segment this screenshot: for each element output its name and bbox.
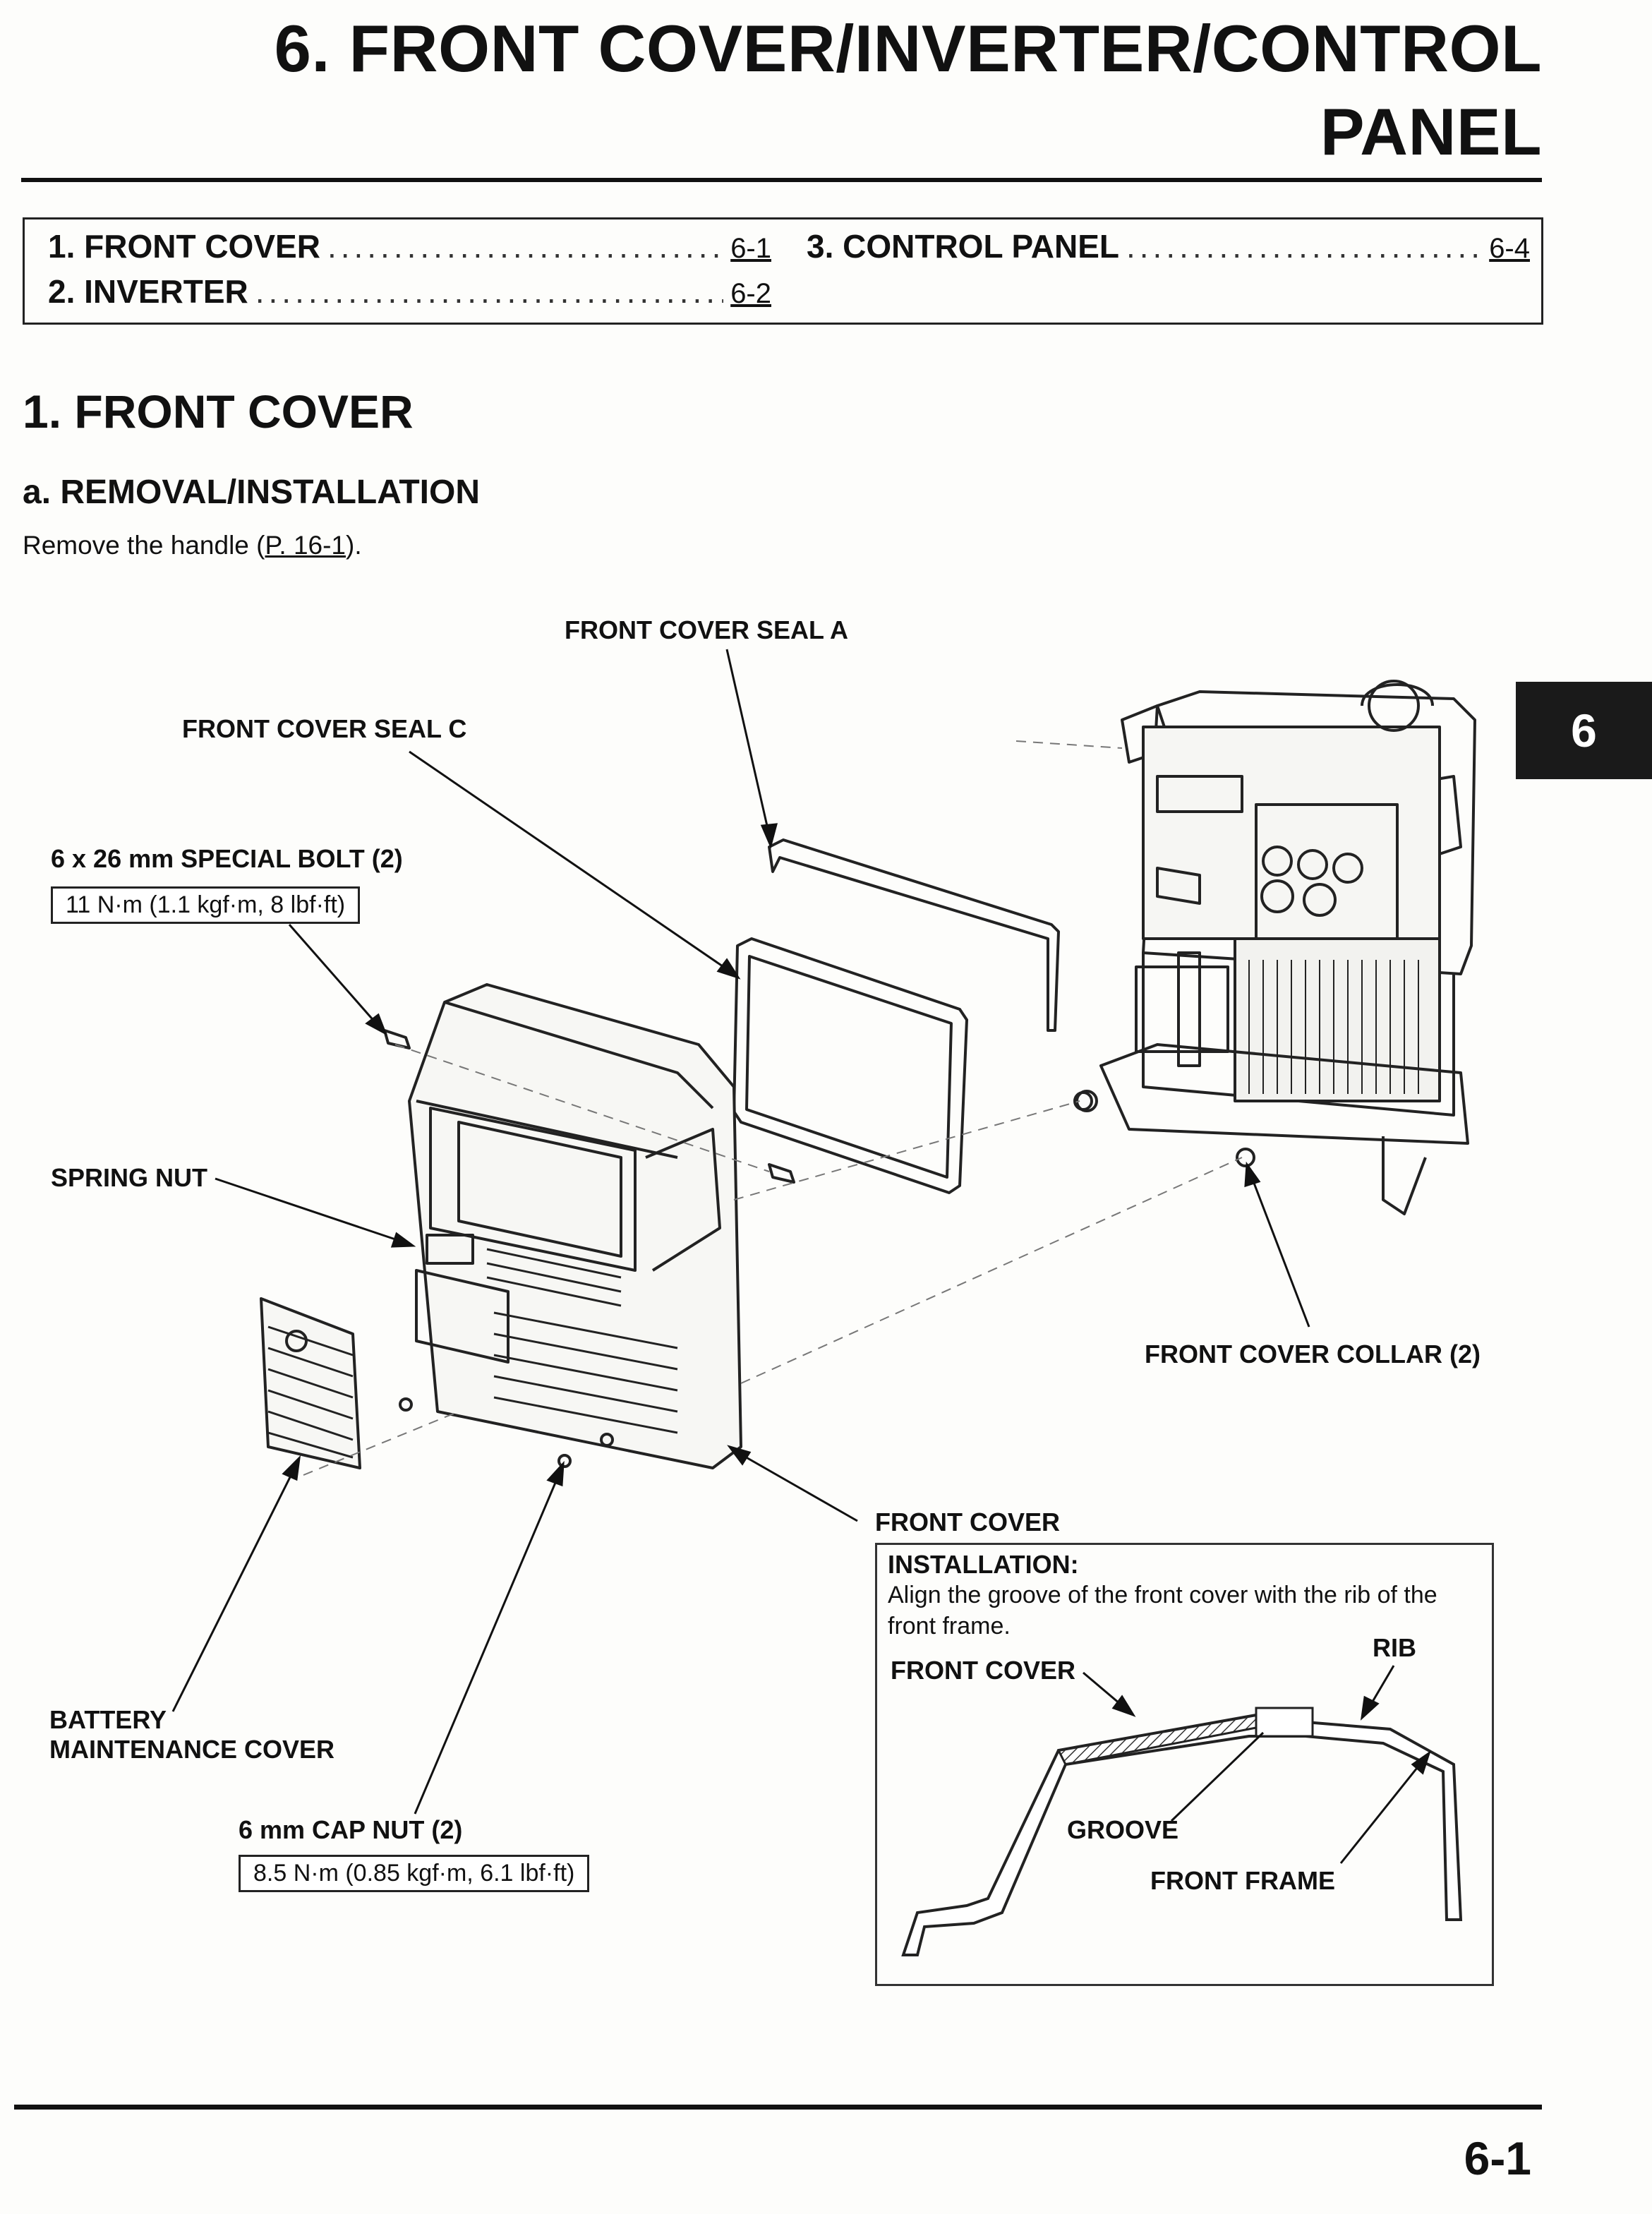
inset-label-groove: GROOVE bbox=[1067, 1815, 1179, 1844]
label-special-bolt: 6 x 26 mm SPECIAL BOLT (2) bbox=[51, 844, 403, 873]
chapter-tab: 6 bbox=[1516, 682, 1652, 779]
groove-rib-cross-section bbox=[901, 1707, 1463, 1956]
label-front-cover: FRONT COVER bbox=[875, 1508, 1061, 1536]
header-rule bbox=[21, 178, 1542, 182]
front-cover-seal-a bbox=[768, 838, 1060, 1032]
special-bolt-part bbox=[383, 1029, 411, 1049]
special-bolt-part-2 bbox=[768, 1163, 795, 1184]
page-title-line-1: 6. FRONT COVER/INVERTER/CONTROL bbox=[274, 11, 1542, 85]
label-spring-nut: SPRING NUT bbox=[51, 1163, 208, 1192]
page-title-line-2: PANEL bbox=[1320, 95, 1542, 169]
toc-leader-dots: ........................................… bbox=[1126, 228, 1482, 265]
subsection-heading: a. REMOVAL/INSTALLATION bbox=[23, 474, 480, 511]
inset-label-front-cover: FRONT COVER bbox=[891, 1656, 1076, 1685]
toc-label: 3. CONTROL PANEL bbox=[807, 228, 1119, 265]
battery-maintenance-cover-part bbox=[260, 1297, 361, 1469]
footer-rule bbox=[14, 2105, 1542, 2110]
toc-label: 1. FRONT COVER bbox=[48, 228, 320, 265]
installation-note-box bbox=[875, 1543, 1494, 1986]
toc-leader-dots: ........................................… bbox=[327, 228, 723, 265]
label-maintenance-cover: MAINTENANCE COVER bbox=[49, 1735, 335, 1764]
toc-page-link[interactable]: 6-4 bbox=[1489, 233, 1530, 264]
intro-text-end: ). bbox=[346, 531, 362, 560]
front-cover-part bbox=[399, 983, 742, 1469]
toc-item-inverter[interactable]: 2. INVERTER ............................… bbox=[48, 272, 771, 311]
label-battery: BATTERY bbox=[49, 1705, 167, 1734]
inset-label-rib: RIB bbox=[1373, 1633, 1416, 1662]
page-number: 6-1 bbox=[1464, 2132, 1531, 2184]
toc-label: 2. INVERTER bbox=[48, 273, 248, 310]
label-front-cover-seal-a: FRONT COVER SEAL A bbox=[565, 615, 849, 644]
toc-page-link[interactable]: 6-1 bbox=[730, 233, 771, 264]
section-heading: 1. FRONT COVER bbox=[23, 385, 414, 438]
page-reference-link[interactable]: P. 16-1 bbox=[265, 531, 346, 560]
torque-cap-nut: 8.5 N·m (0.85 kgf·m, 6.1 lbf·ft) bbox=[239, 1855, 590, 1892]
installation-text: Align the groove of the front cover with… bbox=[888, 1582, 1437, 1640]
toc-page-link[interactable]: 6-2 bbox=[730, 278, 771, 309]
intro-text: Remove the handle ( bbox=[23, 531, 265, 560]
front-cover-seal-c bbox=[732, 937, 968, 1194]
intro-paragraph: Remove the handle (P. 16-1). bbox=[23, 531, 362, 560]
toc-item-front-cover[interactable]: 1. FRONT COVER .........................… bbox=[48, 227, 771, 265]
toc-leader-dots: ........................................… bbox=[255, 273, 723, 310]
label-front-cover-collar: FRONT COVER COLLAR (2) bbox=[1145, 1340, 1481, 1368]
label-cap-nut: 6 mm CAP NUT (2) bbox=[239, 1815, 463, 1844]
table-of-contents bbox=[23, 217, 1543, 325]
toc-item-control-panel[interactable]: 3. CONTROL PANEL .......................… bbox=[807, 227, 1530, 265]
generator-unit bbox=[1073, 680, 1476, 1215]
front-cover-collar-part bbox=[1075, 1090, 1098, 1112]
label-front-cover-seal-c: FRONT COVER SEAL C bbox=[182, 714, 467, 743]
torque-special-bolt: 11 N·m (1.1 kgf·m, 8 lbf·ft) bbox=[51, 886, 361, 924]
inset-label-front-frame: FRONT FRAME bbox=[1150, 1866, 1335, 1895]
installation-heading: INSTALLATION: bbox=[888, 1550, 1079, 1579]
